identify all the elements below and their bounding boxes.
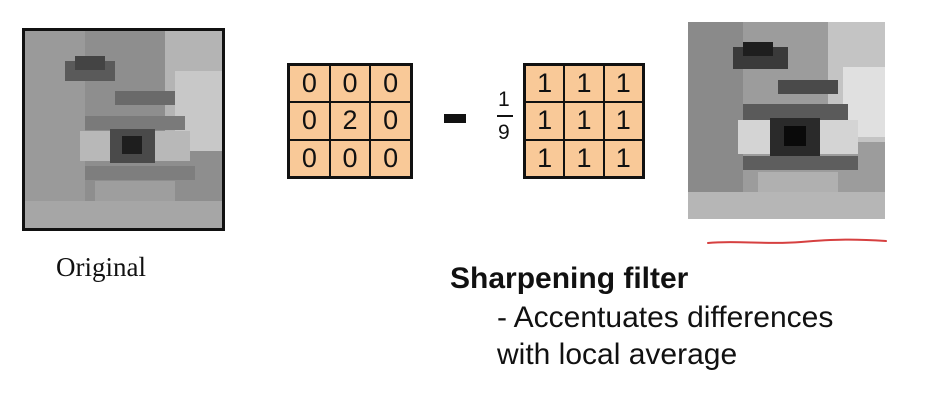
kernel-identity-x2: 0 0 0 0 2 0 0 0 0 [287, 63, 413, 179]
fraction-bar [497, 115, 513, 117]
caption-line-1: - Accentuates differences [497, 301, 834, 334]
kernel-cell: 1 [525, 102, 565, 140]
red-underline-annotation [707, 238, 887, 244]
caption-line-2: with local average [497, 338, 738, 371]
sharpened-image [688, 22, 885, 219]
kernel-cell: 1 [525, 65, 565, 103]
kernel-cell: 2 [329, 102, 371, 140]
kernel-cell: 1 [564, 65, 604, 103]
fraction-denominator: 9 [498, 121, 510, 144]
original-label: Original [56, 252, 146, 282]
kernel-cell: 0 [370, 102, 411, 140]
kernel-cell: 1 [603, 65, 643, 103]
kernel-cell: 0 [289, 139, 330, 177]
kernel-cell: 1 [603, 139, 643, 177]
kernel-cell: 1 [564, 139, 604, 177]
kernel-cell: 1 [564, 102, 604, 140]
kernel-cell: 0 [370, 139, 411, 177]
kernel-cell: 1 [525, 139, 565, 177]
kernel-cell: 0 [289, 102, 330, 140]
kernel-cell: 0 [329, 65, 371, 103]
kernel-cell: 0 [329, 139, 371, 177]
kernel-cell: 0 [370, 65, 411, 103]
kernel-cell: 1 [603, 102, 643, 140]
kernel-box-average: 1 1 1 1 1 1 1 1 1 [523, 63, 645, 179]
fraction-numerator: 1 [498, 88, 510, 111]
kernel-cell: 0 [289, 65, 330, 103]
original-image [22, 28, 225, 231]
sharpened-eye-picture [688, 22, 885, 219]
caption-title: Sharpening filter [450, 262, 689, 295]
original-eye-picture [25, 31, 222, 228]
minus-operator [444, 114, 466, 123]
